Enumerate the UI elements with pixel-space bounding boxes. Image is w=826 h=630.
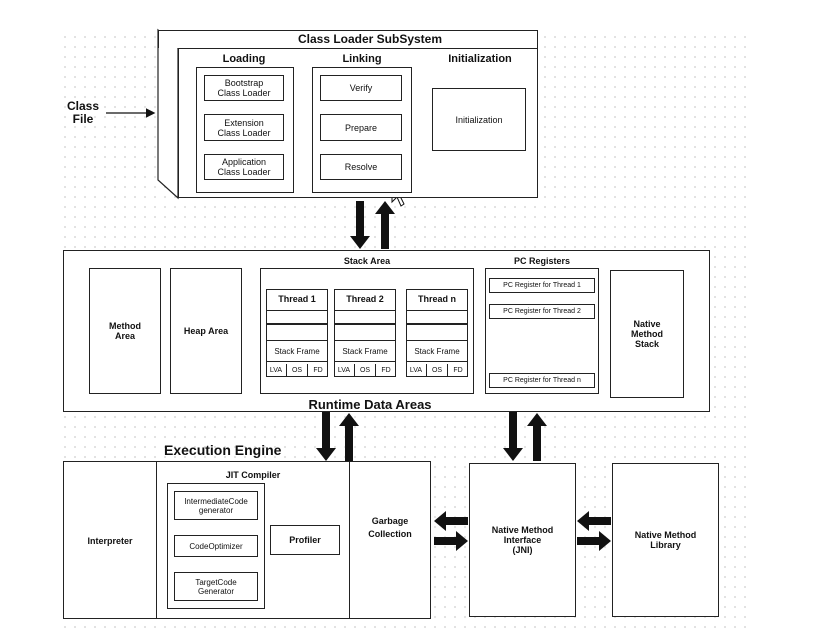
thread-1-os: OS: [287, 364, 308, 377]
thread-1-row-a: [266, 310, 328, 324]
thread-2-row-a: [334, 310, 396, 324]
code-optimizer: CodeOptimizer: [174, 535, 258, 557]
thread-1-row-b: [266, 324, 328, 341]
resolve-step: Resolve: [320, 154, 402, 180]
class-loader-title: Class Loader SubSystem: [297, 32, 443, 46]
profiler-box: Profiler: [270, 525, 340, 555]
runtime-down-arrow-left: [316, 412, 336, 461]
execution-engine-title: Execution Engine: [164, 442, 282, 458]
thread-n-lva: LVA: [406, 364, 427, 377]
linking-header: Linking: [342, 53, 382, 65]
thread-2-frame-cells: [334, 361, 396, 377]
thread-2-os: OS: [355, 364, 376, 377]
pc-register-thread-n: PC Register for Thread n: [489, 373, 595, 388]
thread-n-row-b: [406, 324, 468, 341]
native-method-stack: Native Method Stack: [610, 270, 684, 398]
native-method-interface: Native Method Interface (JNI): [469, 463, 576, 617]
class-loader-top-face: [158, 30, 538, 48]
interpreter-label: Interpreter: [87, 536, 133, 546]
interpreter-box: [63, 461, 157, 619]
thread-n-label: Thread n: [417, 294, 456, 304]
thread-2-label: Thread 2: [346, 294, 384, 304]
garbage-collection-box: [349, 461, 431, 619]
bootstrap-class-loader: Bootstrap Class Loader: [204, 75, 284, 101]
stack-area-header: Stack Area: [343, 256, 391, 266]
thread-n-os: OS: [427, 364, 448, 377]
runtime-title: Runtime Data Areas: [308, 397, 432, 412]
application-class-loader: Application Class Loader: [204, 154, 284, 180]
target-code-generator: TargetCode Generator: [174, 572, 258, 601]
loading-header: Loading: [222, 53, 266, 65]
garbage-collection-label: Garbage Collection: [368, 516, 412, 539]
runtime-up-arrow: [375, 201, 395, 249]
thread-2-fd: FD: [381, 367, 391, 374]
native-method-library: Native Method Library: [612, 463, 719, 617]
jni-up-arrow: [527, 413, 547, 461]
execution-up-arrow-left: [339, 413, 359, 461]
pc-register-thread-2: PC Register for Thread 2: [489, 304, 595, 319]
thread-1-fd: FD: [313, 367, 323, 374]
intermediate-code-generator: IntermediateCode generator: [174, 491, 258, 520]
class-loader-3d-left: [157, 28, 179, 200]
initialization-header: Initialization: [448, 53, 512, 65]
jni-to-library-arrow: [577, 531, 611, 551]
thread-1-lva: LVA: [266, 364, 287, 377]
method-area: Method Area: [89, 268, 161, 394]
library-to-jni-arrow: [577, 511, 611, 531]
thread-n-frame-cells: [406, 361, 468, 377]
verify-step: Verify: [320, 75, 402, 101]
thread-2-stack-frame: Stack Frame: [342, 347, 388, 356]
runtime-down-arrow-right: [503, 412, 523, 461]
thread-1-label: Thread 1: [278, 294, 316, 304]
class-file-label: Class File: [66, 99, 100, 126]
jit-compiler-label: JIT Compiler: [225, 470, 281, 480]
initialization-box: Initialization: [432, 88, 526, 151]
gc-to-jni-arrow: [434, 531, 468, 551]
thread-2-lva: LVA: [334, 364, 355, 377]
jni-to-gc-arrow: [434, 511, 468, 531]
pc-register-thread-1: PC Register for Thread 1: [489, 278, 595, 293]
thread-1-frame-cells: [266, 361, 328, 377]
classloader-down-arrow: [350, 201, 370, 249]
pc-registers-header: PC Registers: [513, 256, 571, 266]
thread-1-stack-frame: Stack Frame: [274, 347, 320, 356]
thread-n-stack-frame: Stack Frame: [414, 347, 460, 356]
prepare-step: Prepare: [320, 114, 402, 141]
heap-area: Heap Area: [170, 268, 242, 394]
extension-class-loader: Extension Class Loader: [204, 114, 284, 141]
thread-n-fd: FD: [453, 367, 463, 374]
thread-n-row-a: [406, 310, 468, 324]
thread-2-row-b: [334, 324, 396, 341]
